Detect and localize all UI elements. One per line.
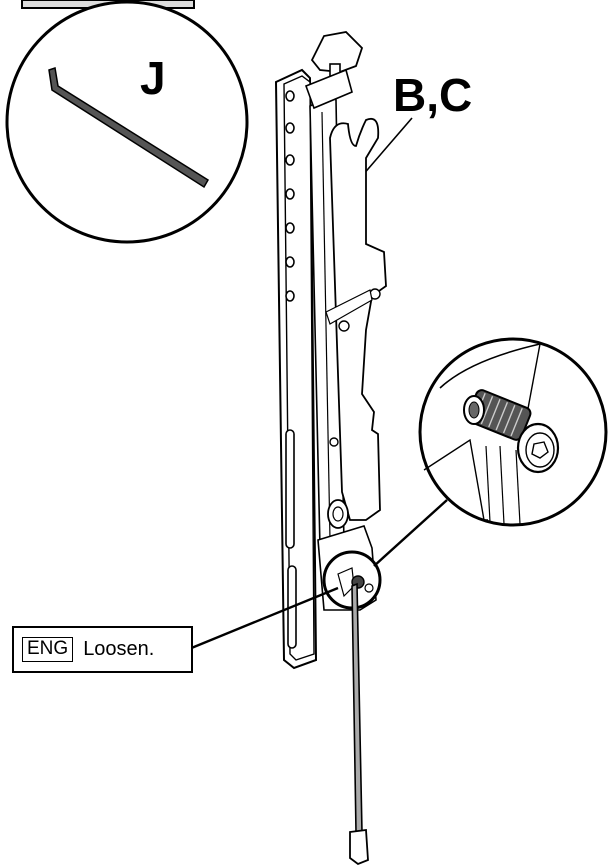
mounting-bracket: [274, 31, 387, 670]
part-label-bc: B,C: [393, 69, 473, 121]
tool-label-j: J: [140, 52, 166, 104]
slot-upper: [285, 429, 295, 549]
magnify-connectors: [188, 499, 448, 651]
instruction-text: Loosen.: [83, 638, 155, 660]
language-tag: ENG: [22, 637, 74, 662]
leader-line-bc: [361, 117, 413, 177]
screw-detail: [418, 337, 608, 527]
instruction-callout: ENG Loosen.: [12, 626, 193, 673]
bolt-icon: [463, 389, 560, 474]
allen-key-inserted: [349, 582, 369, 866]
allen-key-icon: [48, 67, 210, 189]
allen-key-detail: [5, 0, 249, 244]
bracket-holes: [285, 90, 295, 302]
